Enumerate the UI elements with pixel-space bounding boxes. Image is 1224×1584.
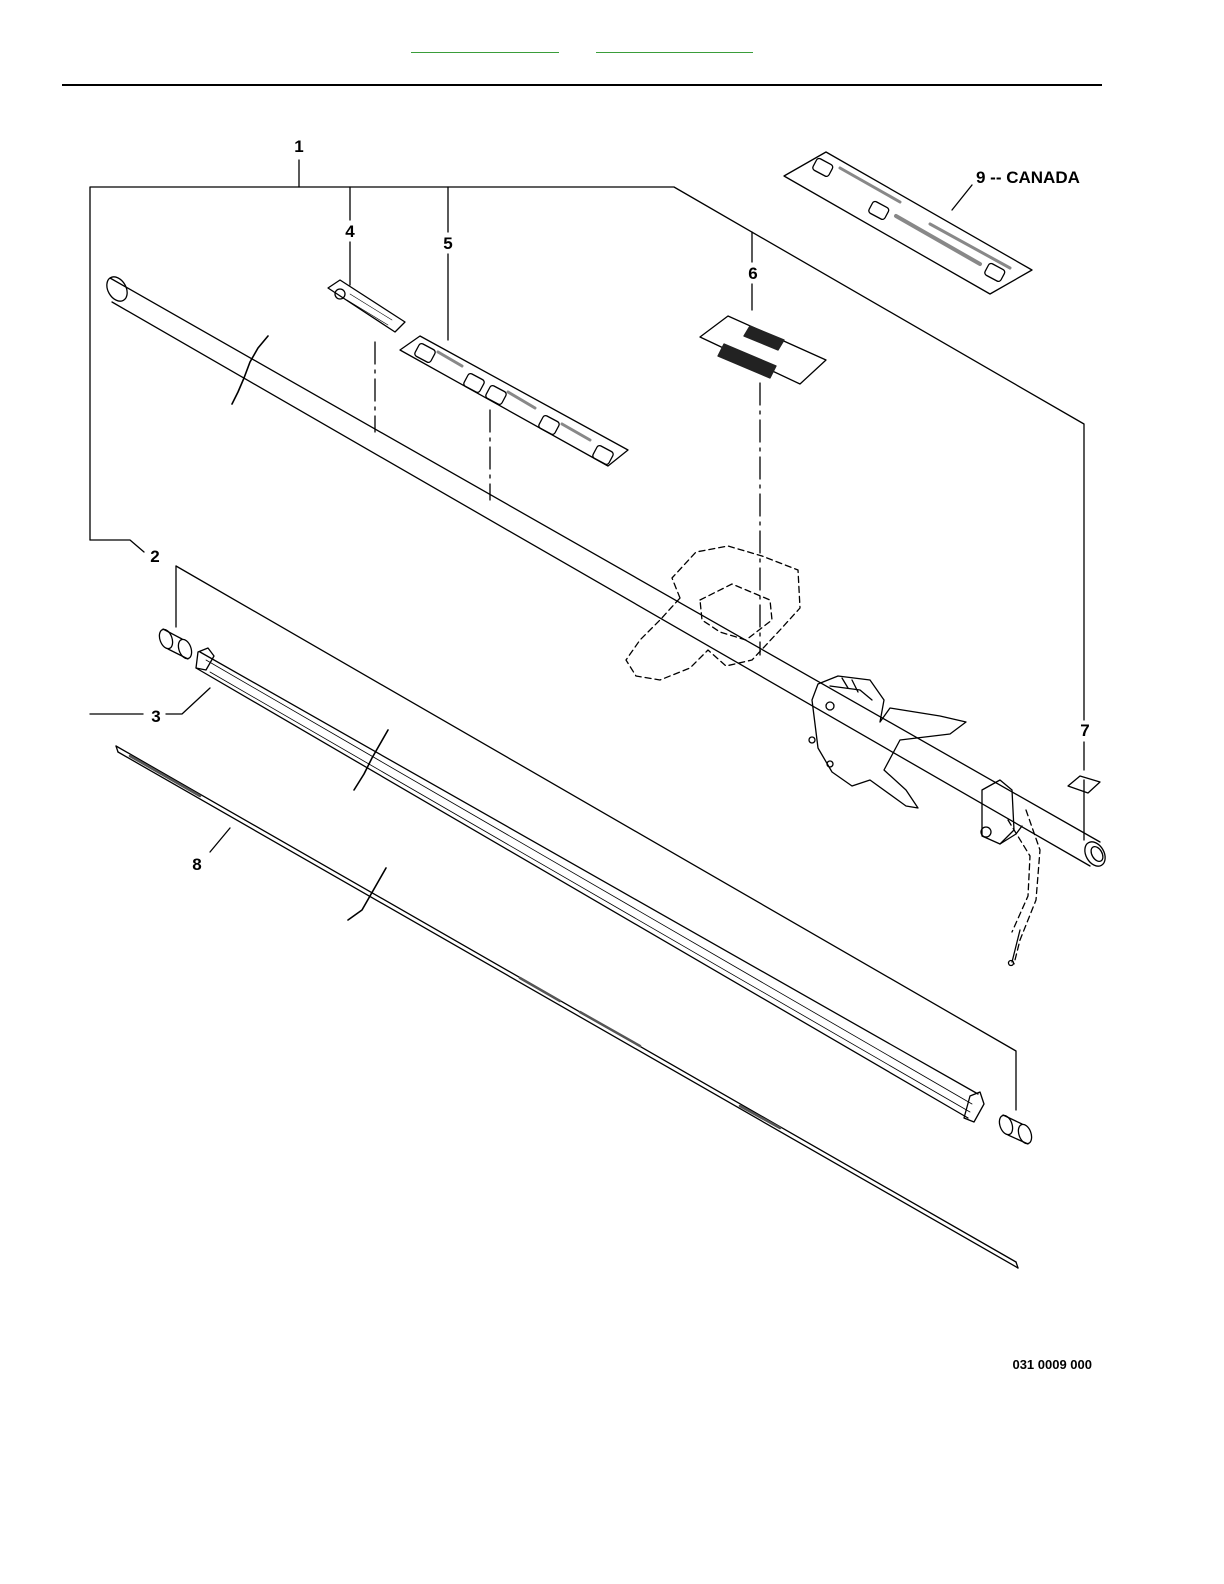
- callout-6: 6: [748, 264, 757, 283]
- leader-lines: [90, 160, 1084, 1110]
- decal-4: [328, 280, 405, 332]
- drawing-number: 031 0009 000: [1012, 1357, 1092, 1372]
- callout-9: 9 -- CANADA: [976, 168, 1080, 187]
- callout-1: 1: [294, 137, 303, 156]
- throttle-handle: [809, 676, 1022, 844]
- decal-6: [700, 316, 826, 384]
- callout-2: 2: [150, 547, 159, 566]
- bushing-right: [997, 1114, 1034, 1146]
- decal-5: [400, 336, 628, 466]
- bushing-left: [157, 628, 194, 661]
- callout-4: 4: [345, 222, 355, 241]
- dashed-handle-reference: [626, 546, 1040, 964]
- main-drive-tube: [103, 273, 1110, 870]
- liner: [196, 648, 984, 1122]
- callout-labels: 1 2 3 4 5 6 7 8 9 -- CANADA 031 0009 000: [150, 137, 1092, 1372]
- callout-8: 8: [192, 855, 201, 874]
- callout-5: 5: [443, 234, 452, 253]
- drive-shaft: [116, 746, 1018, 1268]
- callout-3: 3: [151, 707, 160, 726]
- callout-7: 7: [1080, 721, 1089, 740]
